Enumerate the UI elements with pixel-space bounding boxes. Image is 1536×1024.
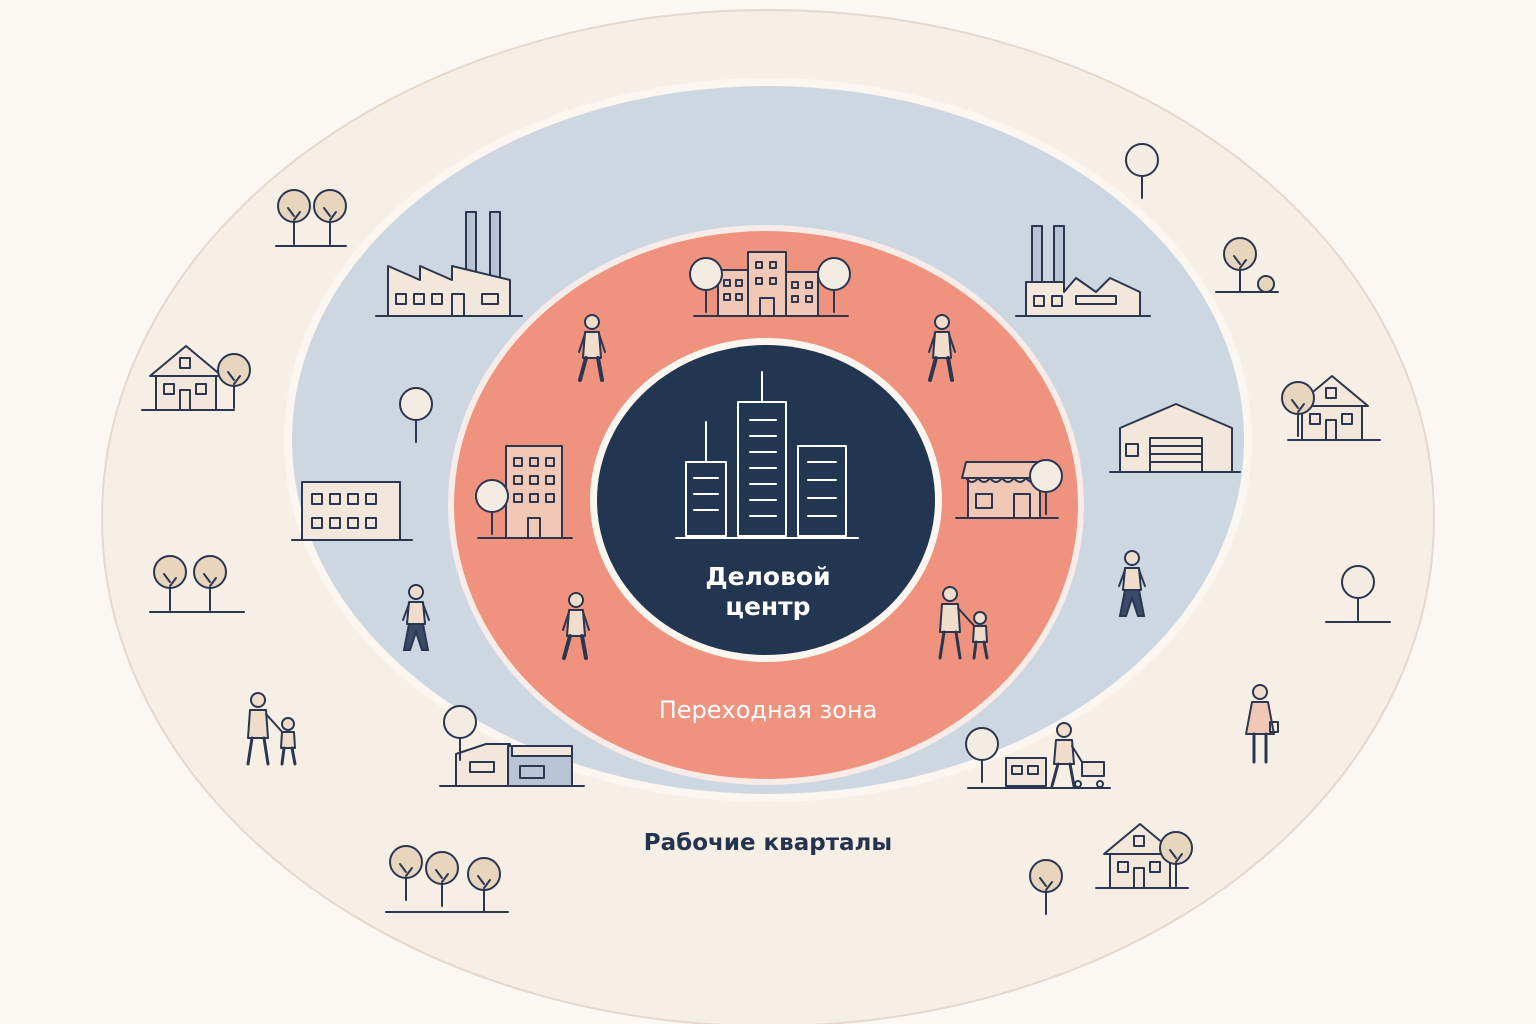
factory-icon [1015,225,1151,317]
apartment-block-icon [693,251,849,317]
warehouse-icon [1109,403,1241,473]
tree-icon [149,555,245,613]
pedestrian-icon [1245,684,1279,764]
skyscraper-icon [675,371,859,539]
transition-label: Переходная зона [659,696,878,724]
worker-with-cart-icon [967,722,1111,789]
tree-icon [385,845,509,913]
tree-icon [275,189,347,247]
working-label: Рабочие кварталы [644,830,892,856]
tree-icon [1325,565,1391,623]
tree-icon [1215,237,1279,293]
factory-icon [375,211,523,317]
shop-icon [955,461,1059,519]
workshop-icon [439,743,585,787]
center-label-line2: центр [725,592,810,621]
office-building-icon [291,481,413,541]
center-label-line1: Деловой [705,562,830,591]
